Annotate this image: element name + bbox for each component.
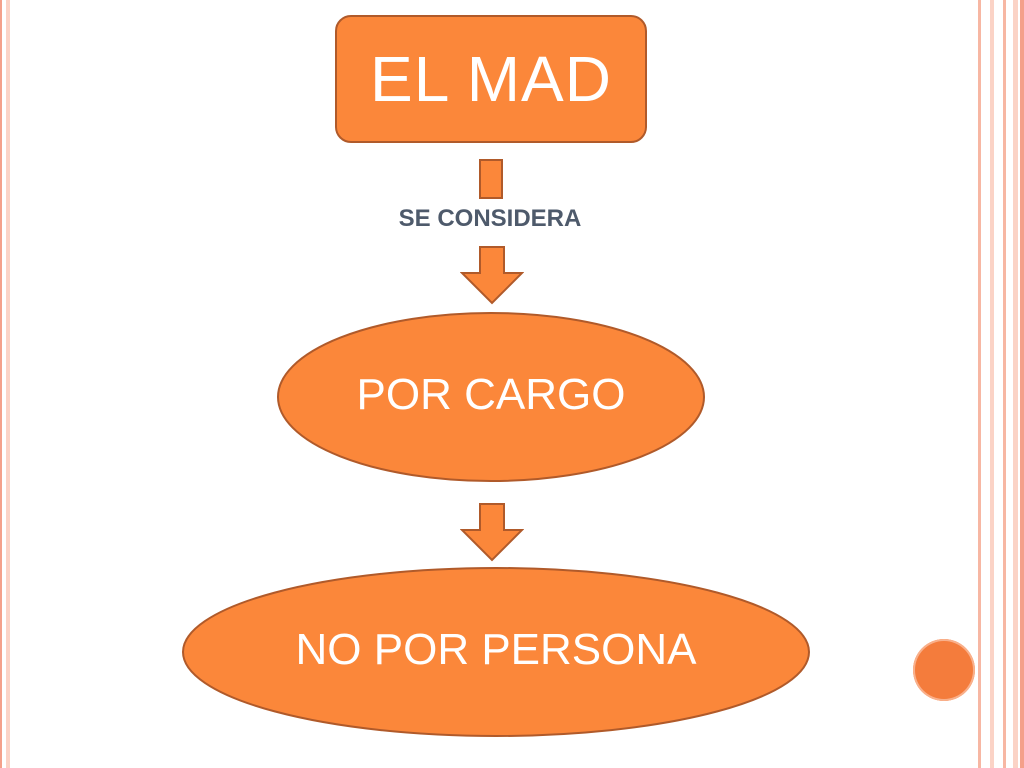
slide-frame-right-stripe	[990, 0, 994, 768]
middle-concept-text: POR CARGO	[356, 370, 626, 419]
slide-frame-right-stripe	[1020, 0, 1024, 768]
top-concept-box: EL MAD	[335, 15, 647, 143]
slide-frame-left-outer	[0, 0, 2, 768]
connector-bar	[479, 159, 503, 199]
top-concept-text: EL MAD	[370, 43, 612, 115]
slide-frame-right-stripe	[1003, 0, 1006, 768]
slide-frame-right-stripe	[1013, 0, 1018, 768]
down-arrow-icon	[460, 503, 524, 562]
bottom-concept-ellipse	[182, 567, 810, 737]
decorative-circle-dot	[913, 639, 975, 701]
middle-concept-ellipse	[277, 312, 705, 482]
connector-label: SE CONSIDERA	[398, 205, 582, 232]
slide-frame-right-stripe	[978, 0, 981, 768]
down-arrow-icon	[460, 246, 524, 305]
bottom-concept-text: NO POR PERSONA	[295, 625, 697, 674]
slide-frame-left-inner	[6, 0, 10, 768]
